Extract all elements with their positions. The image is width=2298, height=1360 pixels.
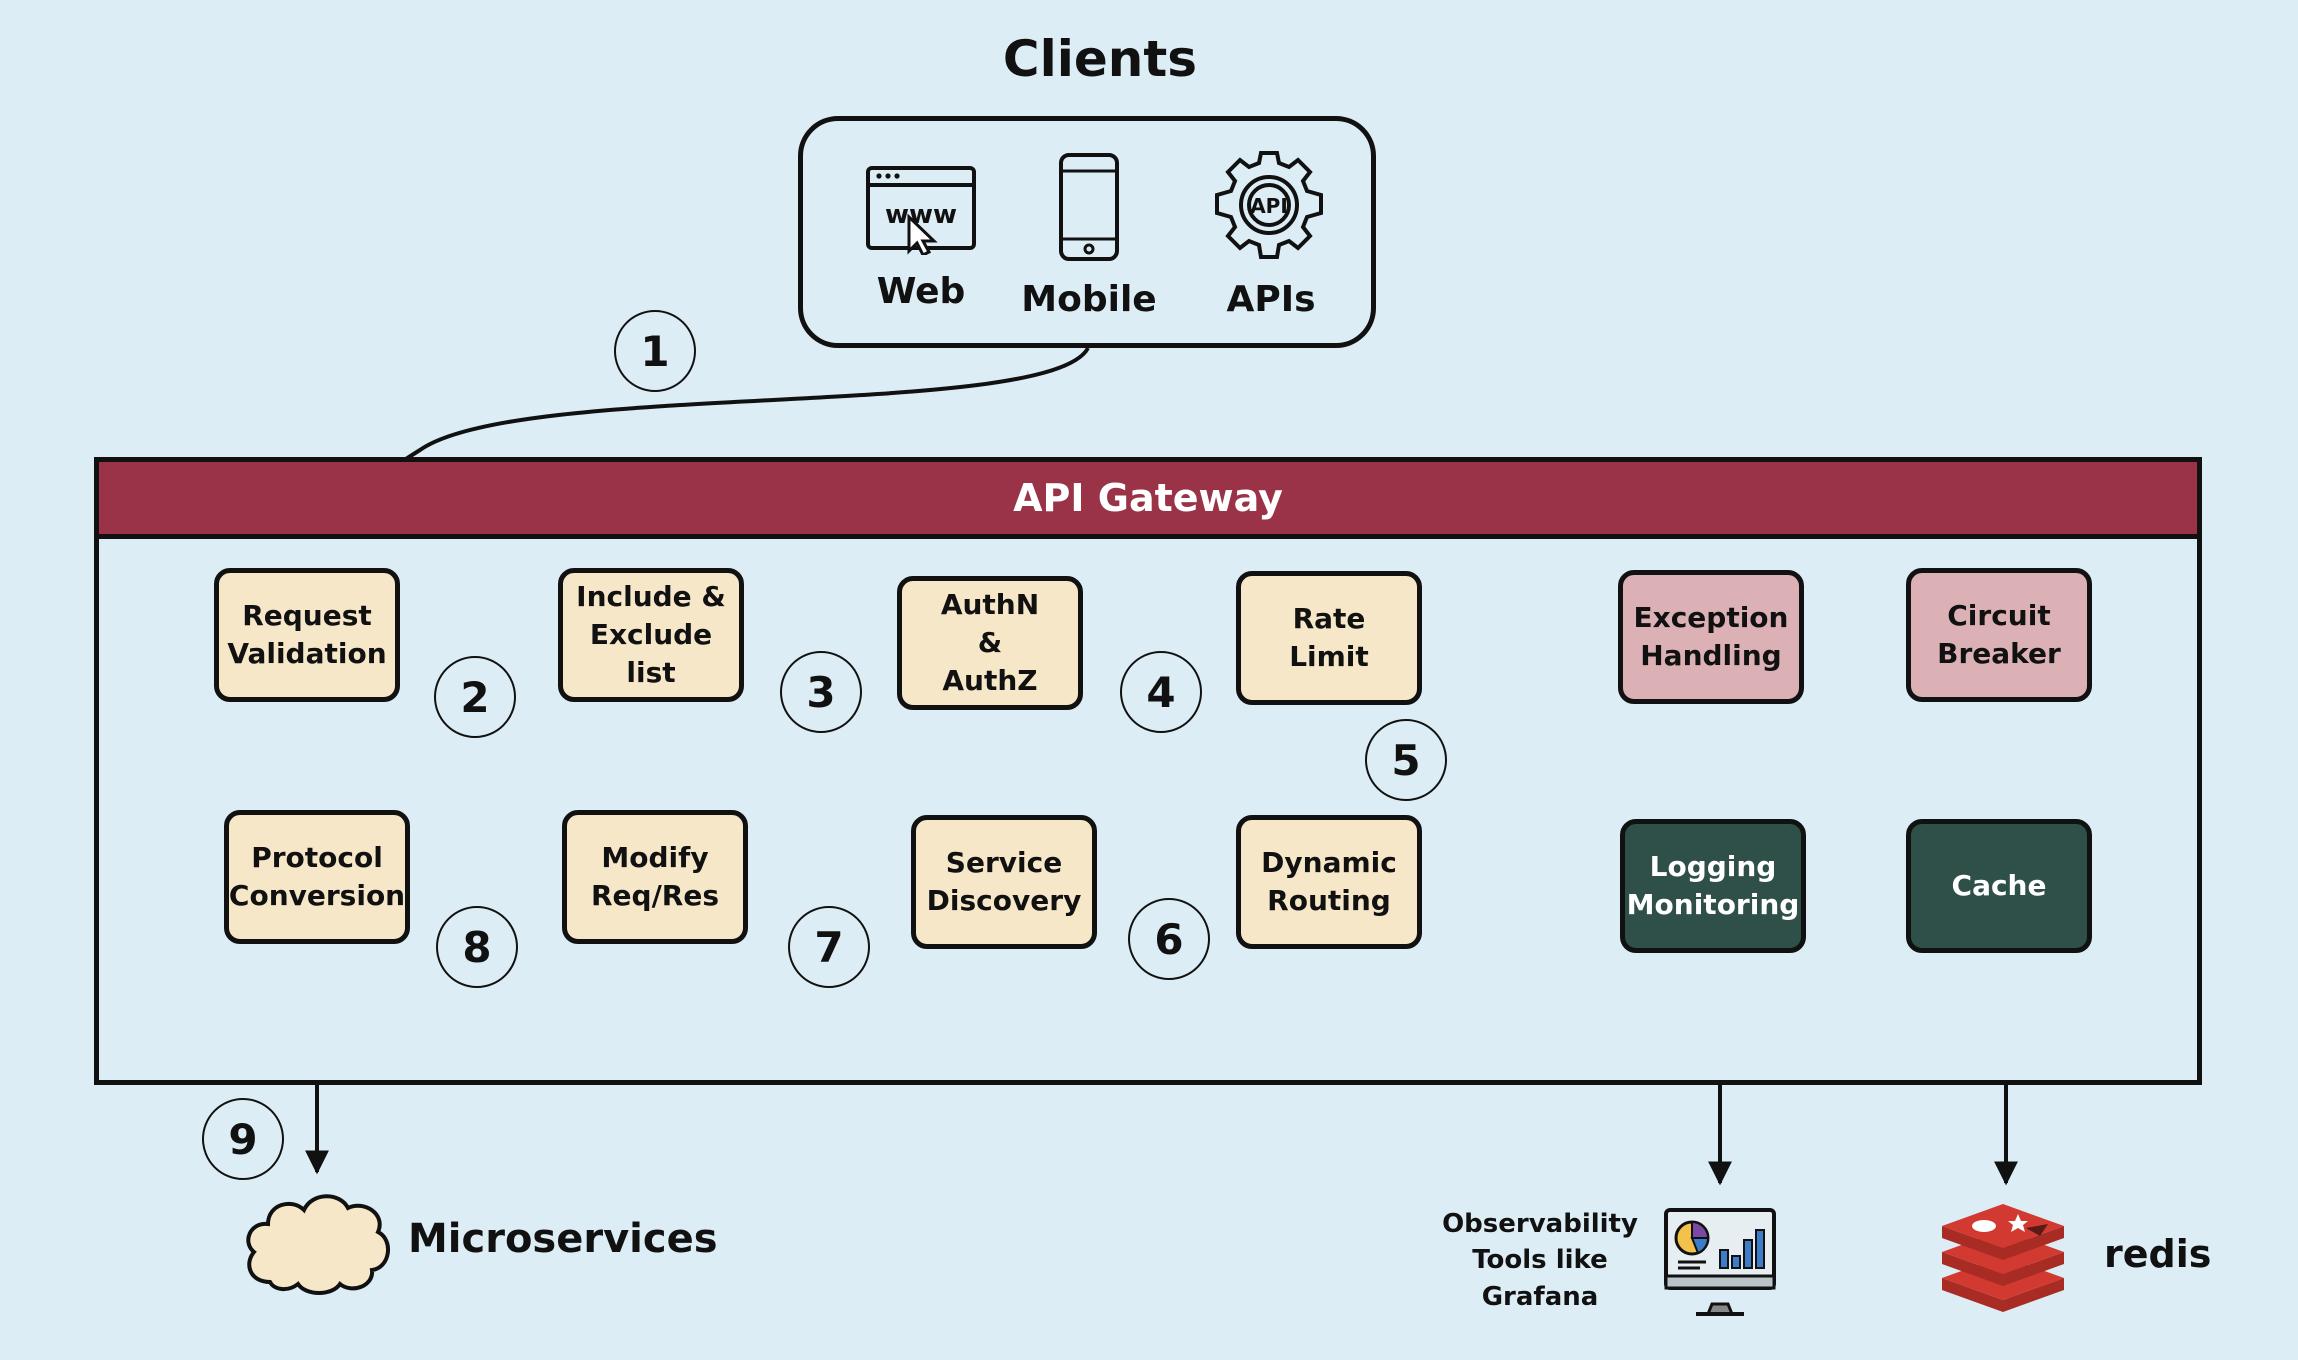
client-label-mobile: Mobile — [1021, 279, 1157, 320]
step-request-validation: Request Validation — [214, 568, 400, 702]
client-label-web: Web — [876, 271, 966, 312]
step-authn-authz: AuthN & AuthZ — [897, 576, 1083, 710]
step-rate-limit: Rate Limit — [1236, 571, 1422, 705]
api-gateway: API Gateway — [94, 457, 2202, 1085]
clients-title: Clients — [1002, 30, 1198, 88]
client-label-apis: APIs — [1226, 279, 1316, 320]
api-gear-icon: API — [1215, 151, 1323, 259]
step-dynamic-routing: Dynamic Routing — [1236, 815, 1422, 949]
microservices-label: Microservices — [408, 1216, 718, 1262]
redis-label: redis — [2104, 1232, 2212, 1276]
cache-box: Cache — [1906, 819, 2092, 953]
svg-text:API: API — [1250, 194, 1288, 218]
step-badge-1: 1 — [614, 310, 696, 392]
step-protocol-conversion: Protocol Conversion — [224, 810, 410, 944]
cloud-icon — [246, 1194, 391, 1295]
step-badge-4: 4 — [1120, 651, 1202, 733]
clients-box: www Web Mobile API APIs — [798, 116, 1376, 348]
step-service-discovery: Service Discovery — [911, 815, 1097, 949]
exception-handling-box: Exception Handling — [1618, 570, 1804, 704]
logging-monitoring-box: Logging Monitoring — [1620, 819, 1806, 953]
step-badge-8: 8 — [436, 906, 518, 988]
redis-logo-icon — [1942, 1204, 2064, 1312]
step-badge-3: 3 — [780, 651, 862, 733]
step-badge-5: 5 — [1365, 719, 1447, 801]
circuit-breaker-box: Circuit Breaker — [1906, 568, 2092, 702]
observability-label: Observability Tools like Grafana — [1442, 1209, 1638, 1312]
step-badge-2: 2 — [434, 656, 516, 738]
step-badge-6: 6 — [1128, 898, 1210, 980]
step-include-exclude-list: Include & Exclude list — [558, 568, 744, 702]
mobile-phone-icon — [1059, 153, 1119, 261]
step-badge-7: 7 — [788, 906, 870, 988]
step-modify-req-res: Modify Req/Res — [562, 810, 748, 944]
svg-text:www: www — [885, 200, 957, 230]
browser-www-icon: www — [866, 166, 976, 255]
monitor-chart-icon — [1664, 1208, 1776, 1316]
step-badge-9: 9 — [202, 1098, 284, 1180]
gateway-title: API Gateway — [99, 462, 2197, 539]
